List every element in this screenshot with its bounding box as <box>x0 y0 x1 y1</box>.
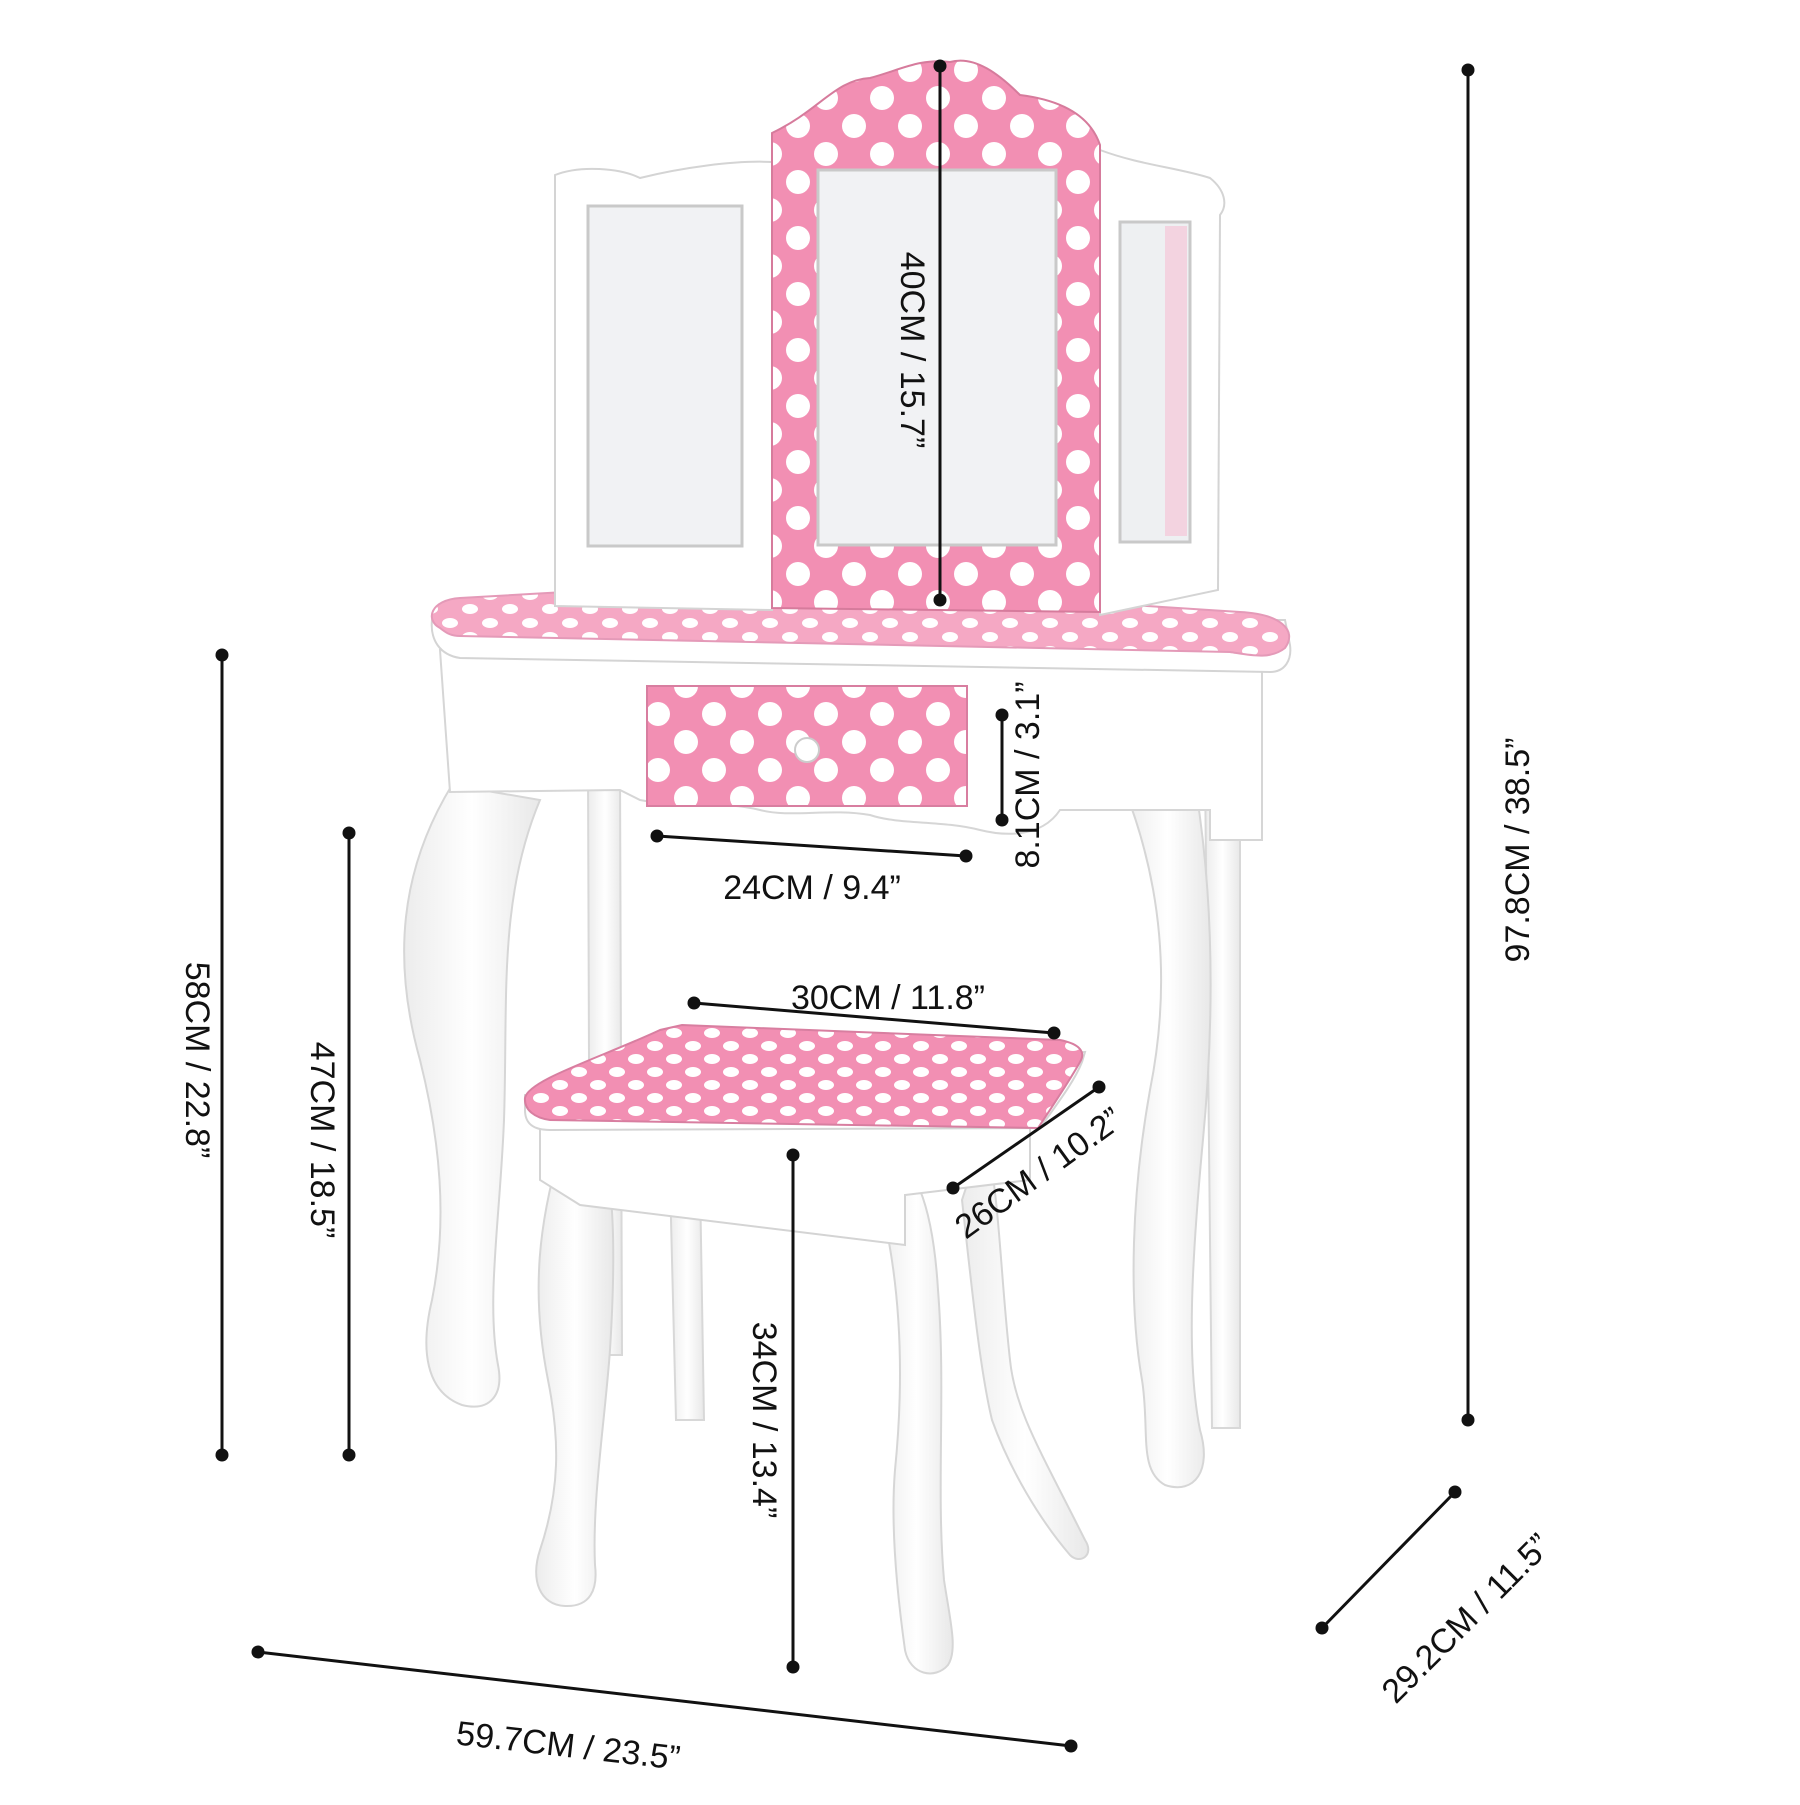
dimension-label-overall-width: 59.7CM / 23.5” <box>454 1714 682 1777</box>
dimension-line-drawer-width <box>656 834 967 858</box>
vanity-leg-back-right <box>1203 769 1241 1429</box>
stool-leg-front-left <box>535 1148 615 1608</box>
dimension-endpoint-stool-height-2 <box>786 1660 800 1674</box>
dimension-endpoint-knee-clearance-1 <box>342 826 356 840</box>
dimension-endpoint-overall-width-2 <box>1064 1739 1078 1753</box>
stool <box>523 1023 1090 1675</box>
stool-leg-back-right <box>960 1126 1090 1560</box>
dimension-label-mirror-height: 40CM / 15.7” <box>893 252 931 449</box>
dimension-endpoint-stool-depth-1 <box>946 1181 960 1195</box>
dimension-endpoint-stool-depth-2 <box>1092 1080 1106 1094</box>
dimension-label-drawer-height: 8.1CM / 3.1” <box>1009 681 1047 868</box>
drawer-knob[interactable] <box>794 737 820 763</box>
vanity-leg-front-left <box>403 783 542 1408</box>
dimension-endpoint-knee-clearance-2 <box>342 1448 356 1462</box>
dimension-endpoint-overall-width-1 <box>251 1645 265 1659</box>
dimension-endpoint-table-height-2 <box>215 1448 229 1462</box>
dimension-label-stool-height: 34CM / 13.4” <box>745 1322 783 1519</box>
tri-fold-mirror <box>554 59 1226 617</box>
dimension-endpoint-drawer-width-1 <box>650 829 664 843</box>
dimension-line-overall-depth <box>1320 1490 1457 1630</box>
vanity-leg-front-right <box>1123 789 1212 1489</box>
mirror-glass-center <box>816 168 1058 547</box>
dimension-label-table-height: 58CM / 22.8” <box>178 962 216 1159</box>
dimension-endpoint-stool-height-1 <box>786 1148 800 1162</box>
dimension-endpoint-stool-width-2 <box>1047 1026 1061 1040</box>
stool-seat-top[interactable] <box>523 1023 1084 1130</box>
dimension-label-stool-width: 30CM / 11.8” <box>791 979 985 1017</box>
dimension-label-overall-depth: 29.2CM / 11.5” <box>1375 1527 1559 1711</box>
dimension-endpoint-overall-height-2 <box>1461 1413 1475 1427</box>
stool-leg-front-right <box>878 1188 954 1675</box>
dimension-endpoint-overall-depth-1 <box>1315 1621 1329 1635</box>
dimension-endpoint-mirror-height-2 <box>933 593 947 607</box>
dimension-line-stool-depth <box>952 1085 1100 1190</box>
dimension-endpoint-overall-depth-2 <box>1448 1485 1462 1499</box>
dimension-endpoint-drawer-width-2 <box>959 849 973 863</box>
dimension-label-knee-clearance: 47CM / 18.5” <box>303 1042 341 1239</box>
dimension-endpoint-drawer-height-2 <box>995 813 1009 827</box>
dimension-endpoint-mirror-height-1 <box>933 59 947 73</box>
stool-apron <box>539 1118 1031 1247</box>
dimension-endpoint-table-height-1 <box>215 648 229 662</box>
dimension-label-overall-height: 97.8CM / 38.5” <box>1499 738 1537 963</box>
dimension-line-overall-width <box>257 1650 1072 1748</box>
dimension-endpoint-drawer-height-1 <box>995 708 1009 722</box>
vanity-apron <box>438 648 1263 841</box>
dimension-line-stool-width <box>693 1001 1055 1035</box>
dimension-label-drawer-width: 24CM / 9.4” <box>723 869 901 907</box>
dimension-endpoint-stool-width-1 <box>687 996 701 1010</box>
dimension-endpoint-overall-height-1 <box>1461 63 1475 77</box>
mirror-glass-left <box>586 204 744 548</box>
